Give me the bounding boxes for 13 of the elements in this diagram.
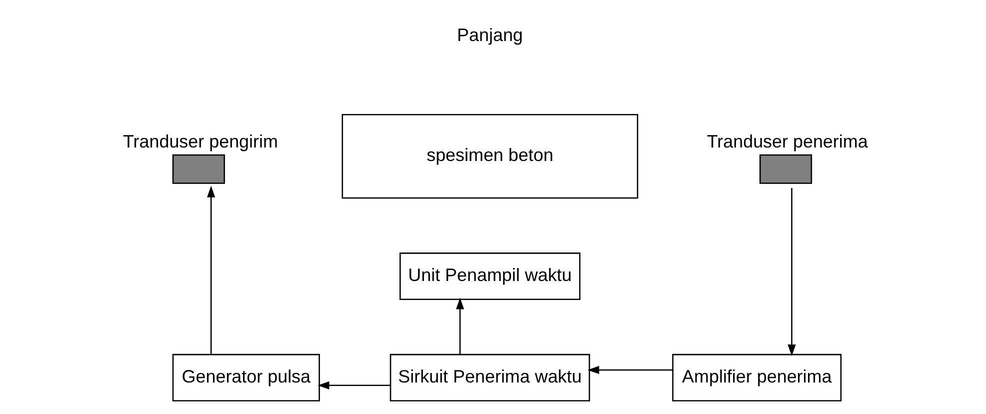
- arrow: [587, 366, 672, 374]
- node-box: Amplifier penerima: [672, 354, 842, 402]
- node-box: Generator pulsa: [172, 354, 320, 402]
- node-label: Tranduser pengirim: [122, 132, 278, 152]
- label: Panjang: [456, 25, 522, 46]
- node-box: spesimen beton: [341, 114, 638, 199]
- arrow: [455, 298, 464, 354]
- arrow: [206, 186, 215, 354]
- node-label: Tranduser penerima: [706, 132, 868, 152]
- node-box: Sirkuit Penerima waktu: [389, 354, 590, 402]
- arrow: [787, 188, 796, 356]
- arrow: [317, 381, 390, 390]
- node-box: Unit Penampil waktu: [399, 252, 580, 300]
